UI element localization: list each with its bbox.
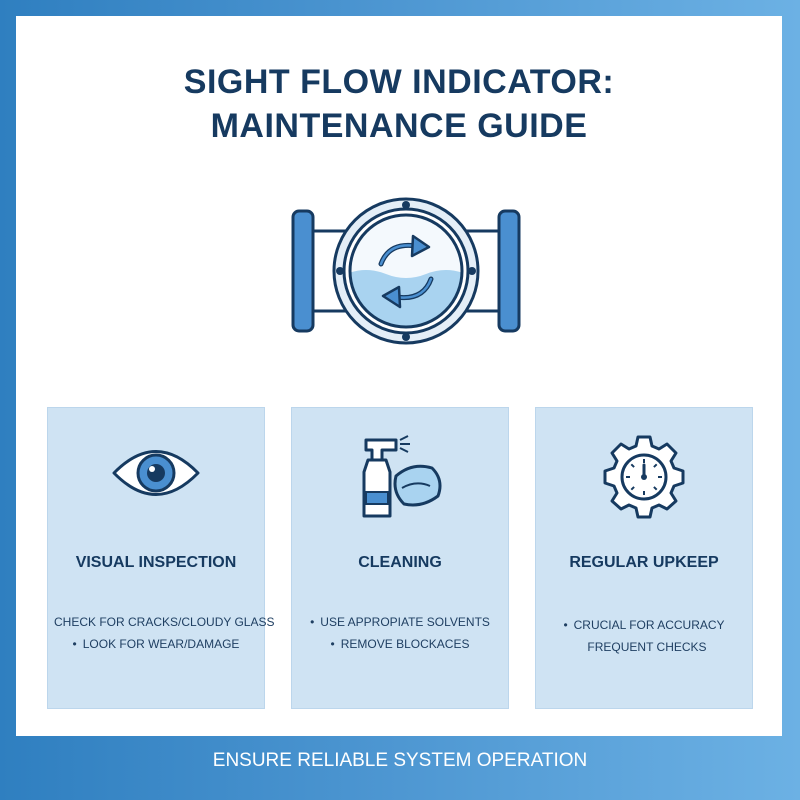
panel-title: VISUAL INSPECTION [75, 554, 237, 571]
sight-flow-indicator-icon [291, 186, 521, 356]
panel-title: CLEANING [358, 554, 442, 571]
list-item: •LOOK FOR WEAR/DAMAGE [72, 637, 240, 651]
panel-list: •USE APPROPIATE SOLVENTS •REMOVE BLOCKAC… [292, 611, 508, 655]
list-item: •REMOVE BLOCKACES [330, 637, 470, 651]
panel-visual-inspection: VISUAL INSPECTION CHECK FOR CRACKS/CLOUD… [47, 407, 275, 709]
footer-tagline: ENSURE RELIABLE SYSTEM OPERATION [212, 750, 588, 771]
eye-icon [108, 438, 204, 513]
list-item: •CRUCIAL FOR ACCURACY [563, 618, 725, 632]
list-item: FREQUENT CHECKS [587, 640, 707, 654]
list-item: CHECK FOR CRACKS/CLOUDY GLASS [54, 615, 275, 629]
panel-regular-upkeep: REGULAR UPKEEP •CRUCIAL FOR ACCURACY FRE… [535, 407, 753, 709]
title-line-1: SIGHT FLOW INDICATOR: [183, 63, 615, 101]
page-title: SIGHT FLOW INDICATOR: MAINTENANCE GUIDE [16, 60, 782, 148]
title-line-2: MAINTENANCE GUIDE [210, 107, 588, 145]
gear-gauge-icon [599, 432, 689, 527]
list-item: •USE APPROPIATE SOLVENTS [310, 615, 490, 629]
main-card: SIGHT FLOW INDICATOR: MAINTENANCE GUIDE [16, 16, 782, 736]
spray-bottle-cloth-icon [352, 434, 448, 525]
panel-list: •CRUCIAL FOR ACCURACY FREQUENT CHECKS [536, 614, 752, 658]
panel-title: REGULAR UPKEEP [569, 554, 719, 571]
panel-cleaning: CLEANING •USE APPROPIATE SOLVENTS •REMOV… [291, 407, 509, 709]
panel-list: CHECK FOR CRACKS/CLOUDY GLASS •LOOK FOR … [48, 611, 275, 655]
